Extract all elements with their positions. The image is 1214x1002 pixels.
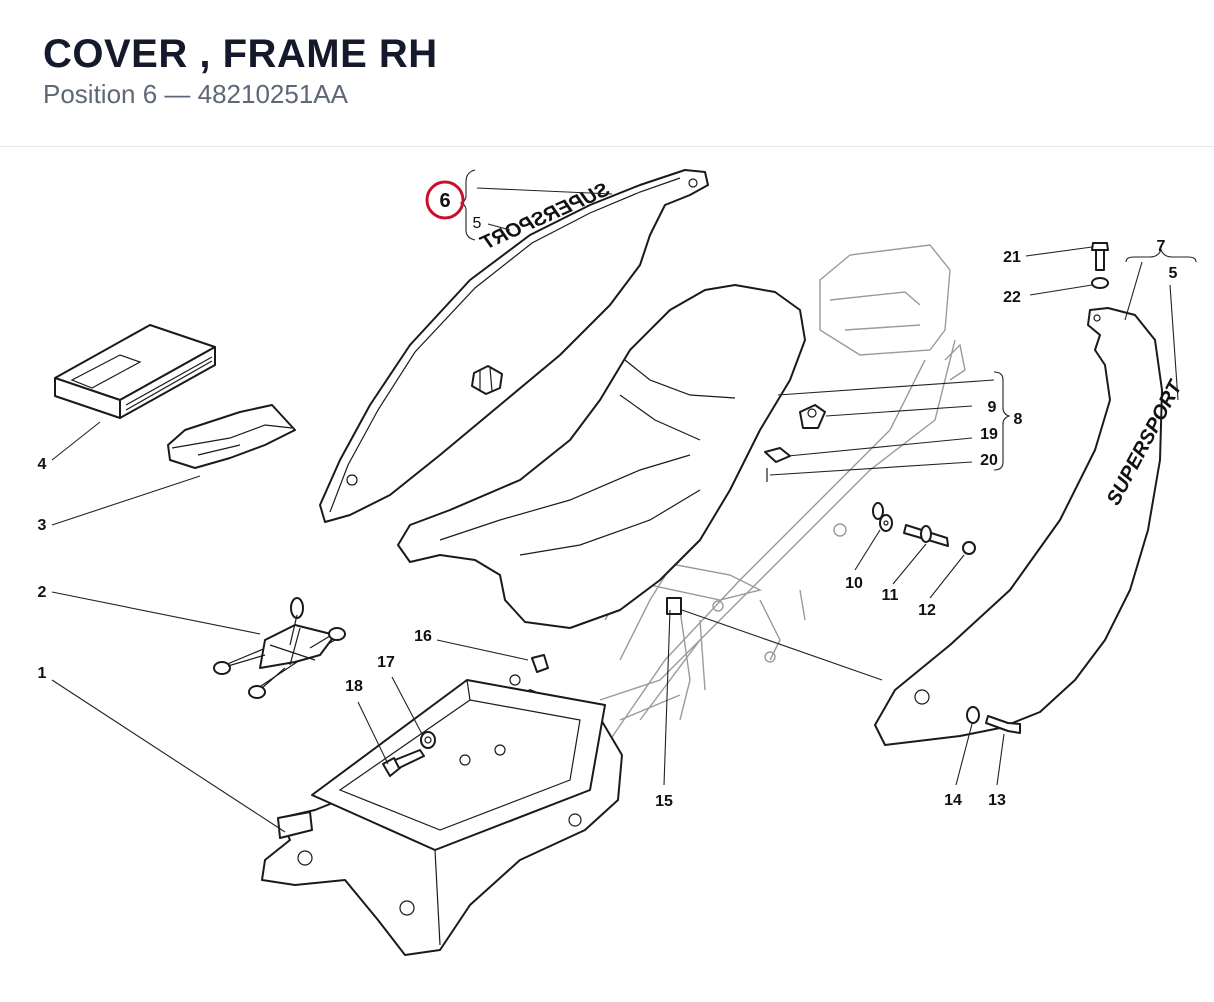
label-12[interactable]: 12 — [918, 602, 936, 619]
seat-part[interactable] — [397, 284, 806, 629]
cover-frame-lh-part[interactable]: SUPERSPORT — [874, 307, 1188, 746]
label-11[interactable]: 11 — [882, 587, 899, 604]
hardware-fasteners[interactable] — [382, 242, 1109, 777]
label-17[interactable]: 17 — [377, 654, 395, 671]
label-5-right[interactable]: 5 — [1169, 265, 1178, 282]
label-4[interactable]: 4 — [38, 456, 47, 473]
label-10[interactable]: 10 — [845, 575, 863, 592]
callout-labels: 6 5 4 3 2 1 16 17 18 15 21 22 7 5 9 8 19… — [38, 190, 1178, 810]
undertray-part[interactable] — [261, 674, 623, 956]
page-subtitle: Position 6 — 48210251AA — [43, 79, 348, 109]
exploded-parts-diagram: SUPERSPORT — [0, 148, 1214, 1002]
x-strap-part[interactable] — [213, 597, 346, 699]
brackets — [459, 169, 1197, 471]
label-13[interactable]: 13 — [988, 792, 1006, 809]
label-6[interactable]: 6 — [439, 190, 450, 212]
label-15[interactable]: 15 — [655, 793, 673, 810]
label-7[interactable]: 7 — [1157, 238, 1166, 255]
label-8[interactable]: 8 — [1014, 411, 1023, 428]
leader-lines — [51, 187, 1179, 833]
tool-pouch-part[interactable] — [167, 404, 296, 469]
label-19[interactable]: 19 — [980, 426, 998, 443]
owners-manual-part[interactable] — [54, 324, 216, 419]
label-1[interactable]: 1 — [38, 665, 47, 682]
page-title: COVER , FRAME RH — [43, 32, 438, 76]
label-22[interactable]: 22 — [1003, 289, 1021, 306]
label-21[interactable]: 21 — [1003, 249, 1021, 266]
label-3[interactable]: 3 — [38, 517, 47, 534]
highlight-ring — [425, 180, 465, 220]
label-2[interactable]: 2 — [38, 584, 47, 601]
label-5-left[interactable]: 5 — [473, 215, 482, 232]
label-9[interactable]: 9 — [988, 399, 997, 416]
label-16[interactable]: 16 — [414, 628, 432, 645]
label-20[interactable]: 20 — [980, 452, 998, 469]
label-18[interactable]: 18 — [345, 678, 363, 695]
label-14[interactable]: 14 — [944, 792, 962, 809]
page-header: COVER , FRAME RH Position 6 — 48210251AA — [0, 0, 1214, 147]
